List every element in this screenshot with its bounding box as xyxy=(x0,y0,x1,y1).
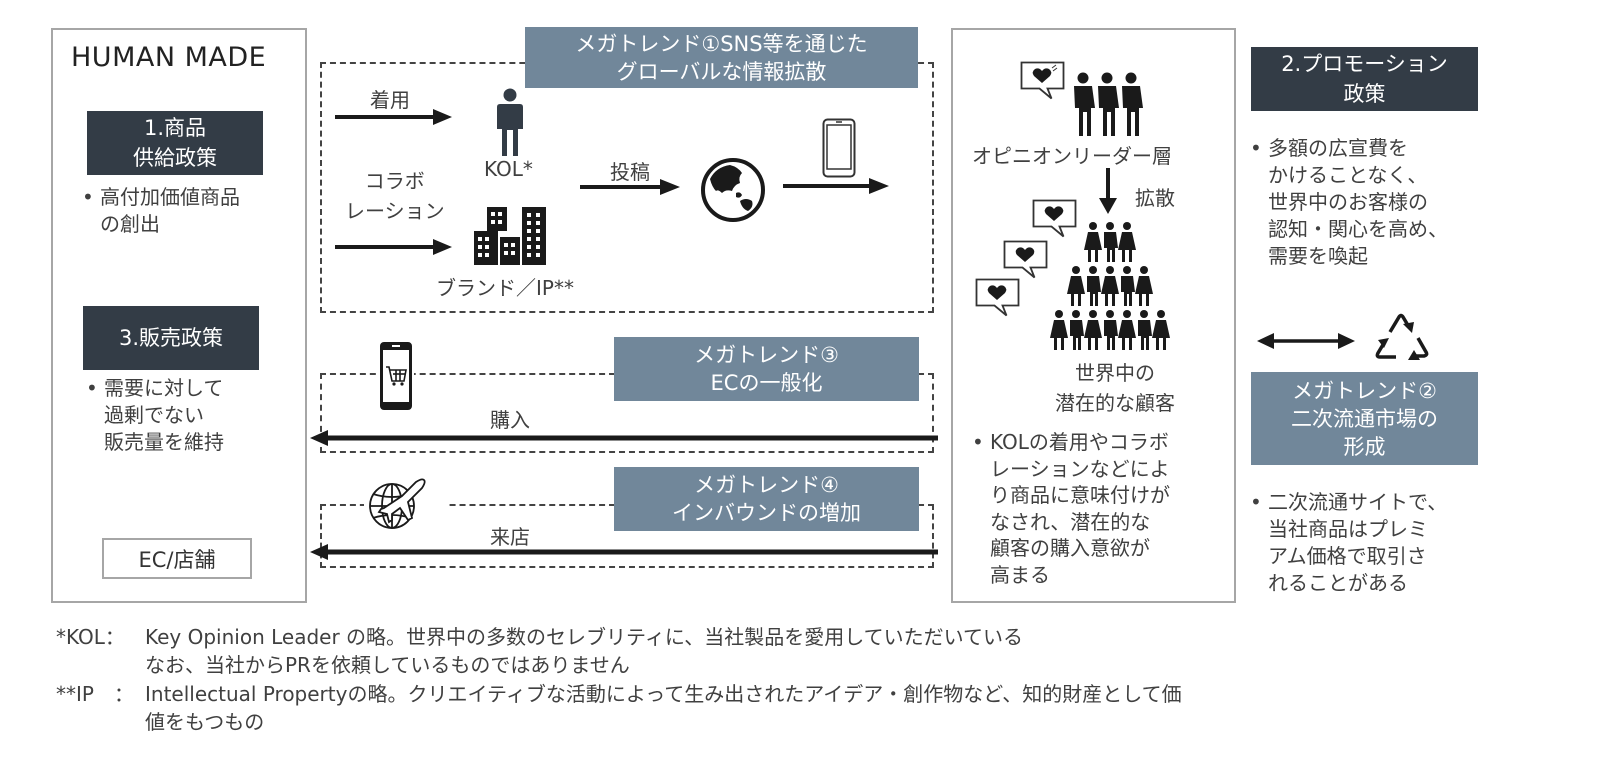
sales-policy-bullet: • 需要に対して 過剰でない 販売量を維持 xyxy=(86,376,224,454)
megatrend4-label: メガトレンド④ インバウンドの増加 xyxy=(614,467,919,531)
crowd-person xyxy=(1087,266,1101,306)
crowd-person xyxy=(1152,310,1170,350)
heart-speech-bubble-icon xyxy=(1020,61,1065,100)
kol-label: KOL* xyxy=(484,157,533,181)
promotion-policy-bullet: • 多額の広宣費を かけることなく、 世界中のお客様の 認知・関心を高め、 需要… xyxy=(1250,136,1448,268)
crowd-person xyxy=(1067,266,1085,306)
megatrend1-label: メガトレンド①SNS等を通じた グローバルな情報拡散 xyxy=(525,27,918,88)
footnote-kol: *KOL： Key Opinion Leader の略。世界中の多数のセレブリテ… xyxy=(56,625,1024,677)
audience-bullet: • KOLの着用やコラボ レーションなどによ り商品に意味付けが なされ、潜在的… xyxy=(972,430,1170,587)
spread-label: 拡散 xyxy=(1135,186,1175,210)
crowd-person xyxy=(1118,222,1136,262)
spread-arrow xyxy=(1099,168,1117,214)
sales-policy-title: 3.販売政策 xyxy=(83,306,259,370)
supply-policy-bullet: • 高付加価値商品 の創出 xyxy=(82,185,240,236)
purchase-arrow xyxy=(310,430,938,446)
potential-customers-label: 世界中の 潜在的な顧客 xyxy=(1055,361,1175,415)
customer-crowd-icon xyxy=(1050,222,1170,350)
shopping-cart-phone-icon xyxy=(378,340,414,412)
footnote-key: **IP ： xyxy=(56,682,134,706)
purchase-label: 購入 xyxy=(490,408,530,432)
crowd-person xyxy=(1121,266,1135,306)
globe-icon xyxy=(701,158,765,222)
promotion-policy-title: 2.プロモーション 政策 xyxy=(1251,47,1478,111)
crowd-person xyxy=(1104,222,1118,262)
crowd-person xyxy=(1118,310,1136,350)
opinion-leaders-label: オピニオンリーダー層 xyxy=(972,144,1172,168)
megatrend2-label: メガトレンド② 二次流通市場の 形成 xyxy=(1251,372,1478,465)
recycle-icon xyxy=(1375,313,1429,360)
share-arrow xyxy=(783,178,889,194)
visit-label: 来店 xyxy=(490,525,530,549)
channel-box: EC/店舗 xyxy=(102,538,252,579)
crowd-person xyxy=(1135,266,1153,306)
crowd-person xyxy=(1084,222,1102,262)
smartphone-icon xyxy=(822,118,856,178)
people-group-icon xyxy=(1074,72,1143,136)
post-arrow xyxy=(580,179,680,195)
post-label: 投稿 xyxy=(610,160,650,184)
visit-arrow xyxy=(310,544,938,560)
supply-policy-title: 1.商品 供給政策 xyxy=(87,111,263,175)
crowd-person xyxy=(1138,310,1152,350)
crowd-person xyxy=(1104,310,1118,350)
audience-panel xyxy=(951,28,1236,603)
footnote-ip: **IP ： Intellectual Propertyの略。クリエイティブな活… xyxy=(56,682,1182,734)
heart-speech-bubble-icon xyxy=(1003,240,1048,279)
wear-label: 着用 xyxy=(370,88,410,112)
crowd-person xyxy=(1050,310,1068,350)
crowd-person xyxy=(1084,310,1102,350)
buildings-icon xyxy=(474,207,546,265)
heart-speech-bubble-icon xyxy=(975,278,1020,317)
collab-arrow xyxy=(335,239,452,255)
wear-arrow xyxy=(335,109,452,125)
bidirectional-arrow xyxy=(1257,333,1355,349)
plane-globe-icon xyxy=(364,468,446,532)
brand-ip-label: ブランド／IP** xyxy=(436,276,574,300)
footnote-key: *KOL： xyxy=(56,625,125,649)
megatrend3-label: メガトレンド③ ECの一般化 xyxy=(614,337,919,401)
crowd-person xyxy=(1070,310,1084,350)
crowd-person xyxy=(1101,266,1119,306)
channel-label: EC/店舗 xyxy=(138,547,216,572)
collab-label: コラボ レーション xyxy=(345,169,445,223)
heart-speech-bubble-icon xyxy=(1032,199,1077,238)
company-name: HUMAN MADE xyxy=(71,42,267,73)
secondary-market-bullet: • 二次流通サイトで、 当社商品はプレミ アム価格で取引さ れることがある xyxy=(1250,490,1448,595)
person-icon xyxy=(497,88,523,156)
